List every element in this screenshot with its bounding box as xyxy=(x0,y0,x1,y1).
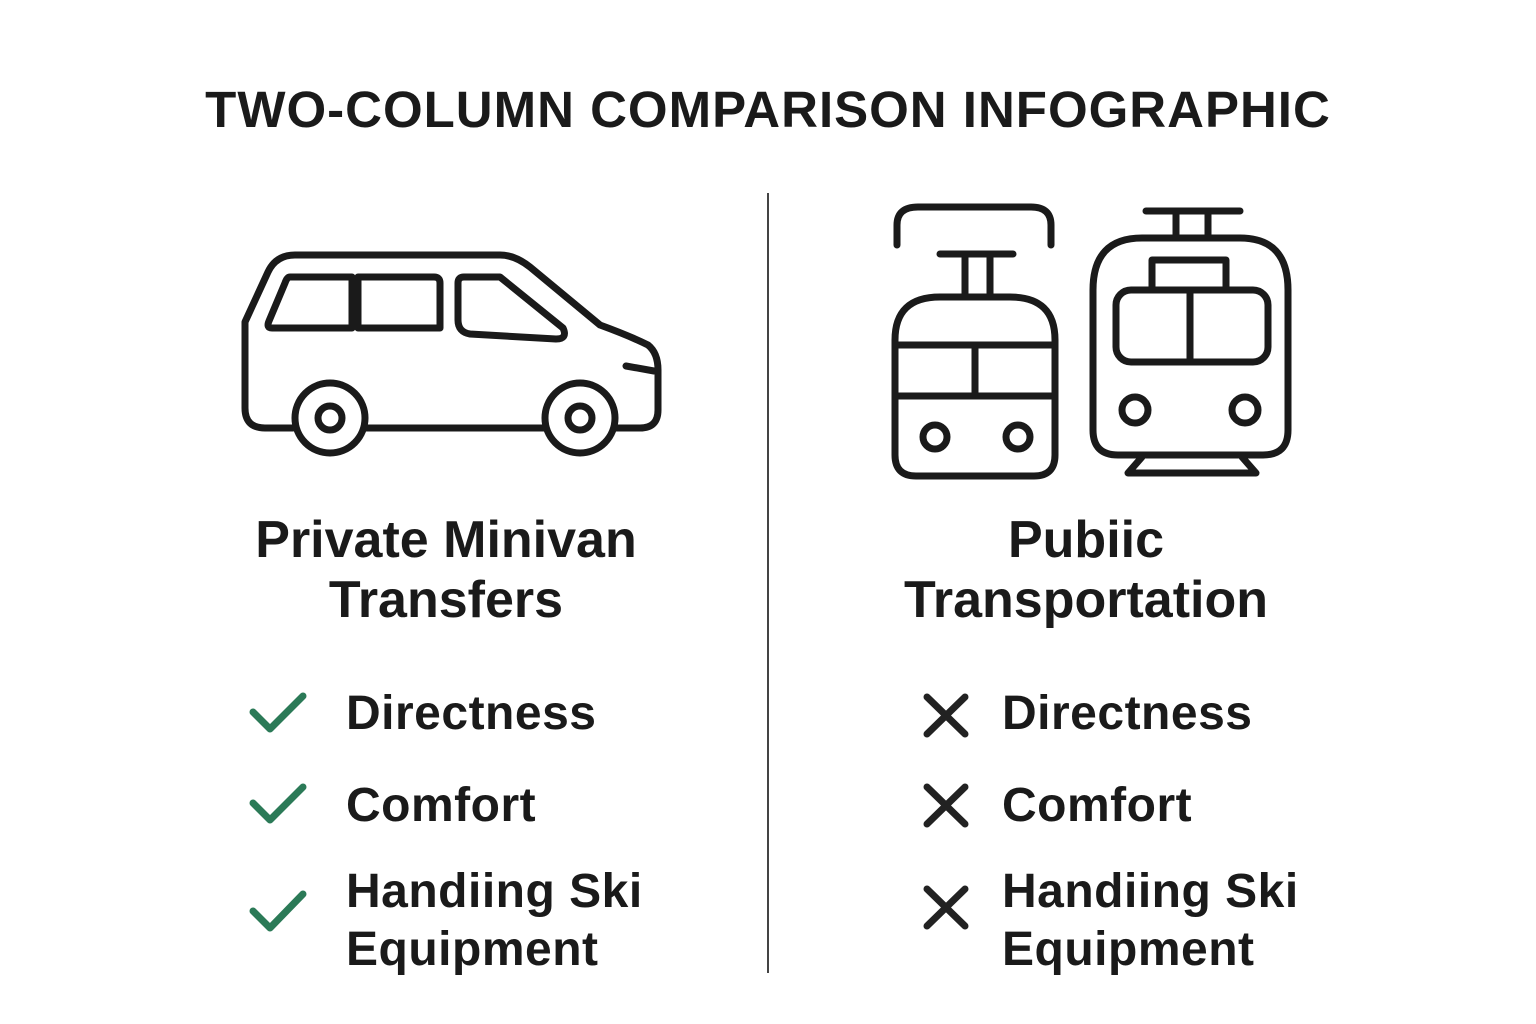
right-column-heading: Pubiic Transportation xyxy=(786,510,1386,630)
left-item-ski-line2: Equipment xyxy=(346,923,599,976)
left-item-ski: Handiing Ski Equipment xyxy=(346,863,643,979)
left-item-ski-line1: Handiing Ski xyxy=(346,865,643,918)
right-item-ski-line1: Handiing Ski xyxy=(1002,865,1299,918)
left-heading-line2: Transfers xyxy=(328,571,564,629)
right-item-directness: Directness xyxy=(1002,687,1253,740)
cross-icon xyxy=(923,693,969,738)
check-icon xyxy=(249,890,307,932)
left-column-heading: Private Minivan Transfers xyxy=(146,510,746,630)
left-heading-line1: Private Minivan xyxy=(255,511,637,569)
page-title: TWO-COLUMN COMPARISON INFOGRAPHIC xyxy=(205,81,1331,138)
cross-icon xyxy=(923,885,969,930)
column-divider xyxy=(767,193,769,973)
left-item-comfort: Comfort xyxy=(346,779,537,832)
left-item-directness: Directness xyxy=(346,687,597,740)
right-item-comfort: Comfort xyxy=(1002,779,1193,832)
right-heading-line1: Pubiic xyxy=(1007,511,1165,569)
check-icon xyxy=(249,783,307,824)
right-item-ski: Handiing Ski Equipment xyxy=(1002,863,1299,979)
cross-icon xyxy=(923,783,969,828)
right-heading-line2: Transportation xyxy=(903,571,1269,629)
check-icon xyxy=(249,692,307,733)
right-item-ski-line2: Equipment xyxy=(1002,923,1255,976)
